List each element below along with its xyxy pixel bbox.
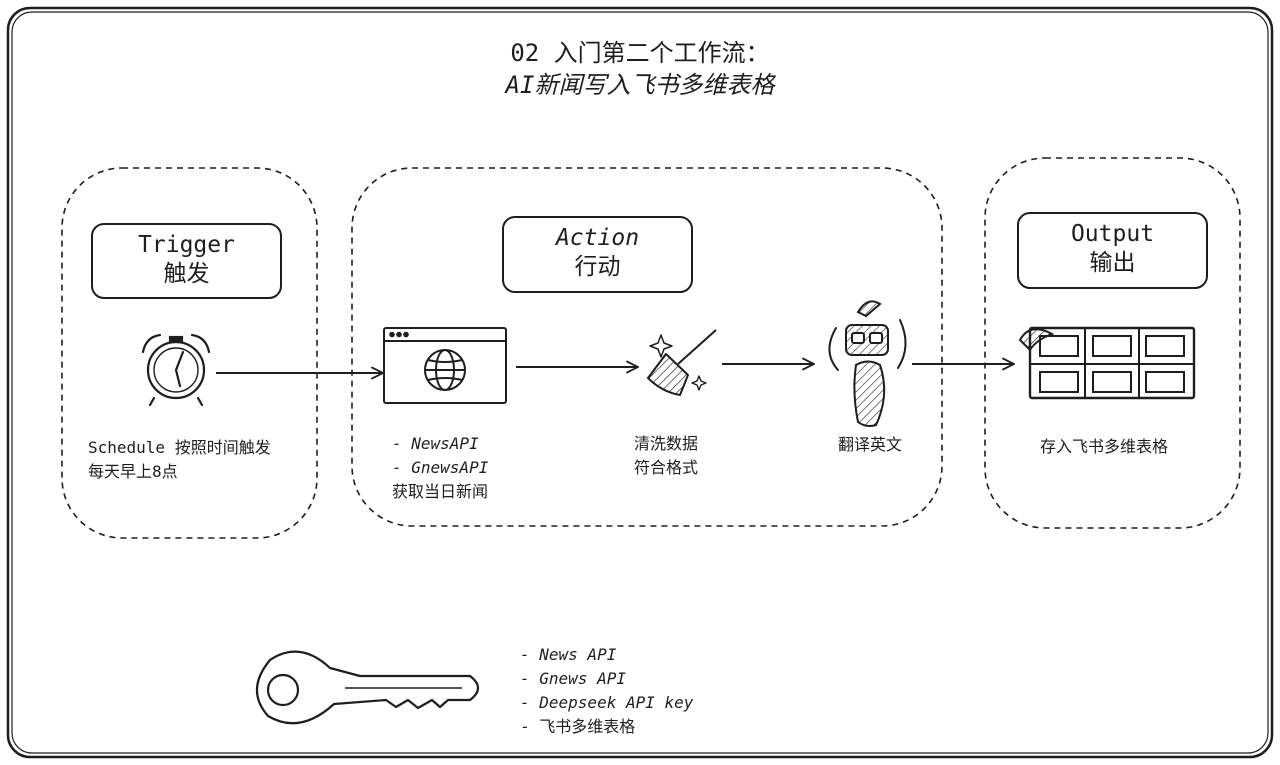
fetch-caption: - NewsAPI - GnewsAPI 获取当日新闻 — [392, 432, 488, 504]
fetch-caption-line3: 获取当日新闻 — [392, 482, 489, 501]
keys-list: - News API - Gnews API - Deepseek API ke… — [520, 643, 693, 739]
spreadsheet-grid-icon — [1018, 326, 1196, 400]
diagram-subtitle: AI新闻写入飞书多维表格 — [505, 71, 775, 99]
broom-sparkle-icon — [647, 329, 717, 396]
action-label: Action 行动 — [503, 224, 692, 282]
action-label-en: Action — [555, 225, 640, 251]
schedule-caption: Schedule 按照时间触发 每天早上8点 — [88, 436, 271, 484]
key-icon — [255, 650, 480, 725]
output-label-en: Output — [1070, 221, 1155, 247]
trigger-label-zh: 触发 — [163, 261, 210, 287]
schedule-caption-line2: 每天早上8点 — [88, 462, 178, 481]
output-section — [984, 157, 1241, 529]
trigger-label: Trigger 触发 — [92, 231, 281, 289]
keys-list-item: - Gnews API — [520, 669, 626, 688]
clean-caption-line1: 清洗数据 — [634, 434, 699, 453]
fetch-caption-line2: - GnewsAPI — [392, 458, 489, 477]
schedule-caption-line1: Schedule 按照时间触发 — [88, 438, 271, 457]
diagram-title: 02 入门第二个工作流： — [510, 39, 770, 67]
outer-frame — [6, 6, 1274, 759]
store-caption: 存入飞书多维表格 — [1040, 435, 1168, 459]
store-caption-line1: 存入飞书多维表格 — [1040, 437, 1169, 456]
keys-list-item: - 飞书多维表格 — [520, 717, 636, 736]
clean-caption: 清洗数据 符合格式 — [634, 432, 698, 480]
fetch-caption-line1: - NewsAPI — [392, 434, 479, 453]
action-section — [351, 167, 943, 527]
trigger-label-box — [91, 223, 282, 299]
output-label: Output 输出 — [1018, 220, 1207, 278]
robot-icon — [828, 300, 907, 427]
alarm-clock-icon — [141, 333, 211, 407]
action-label-zh: 行动 — [574, 254, 621, 280]
output-label-zh: 输出 — [1089, 250, 1136, 276]
clean-caption-line2: 符合格式 — [634, 458, 699, 477]
action-label-box — [502, 216, 693, 293]
output-label-box — [1017, 212, 1208, 289]
translate-caption-line1: 翻译英文 — [838, 435, 903, 454]
browser-globe-icon — [383, 327, 507, 404]
trigger-section — [61, 167, 318, 539]
trigger-label-en: Trigger — [138, 232, 235, 258]
translate-caption: 翻译英文 — [838, 433, 902, 457]
keys-list-item: - News API — [520, 645, 617, 664]
keys-list-item: - Deepseek API key — [520, 693, 694, 712]
